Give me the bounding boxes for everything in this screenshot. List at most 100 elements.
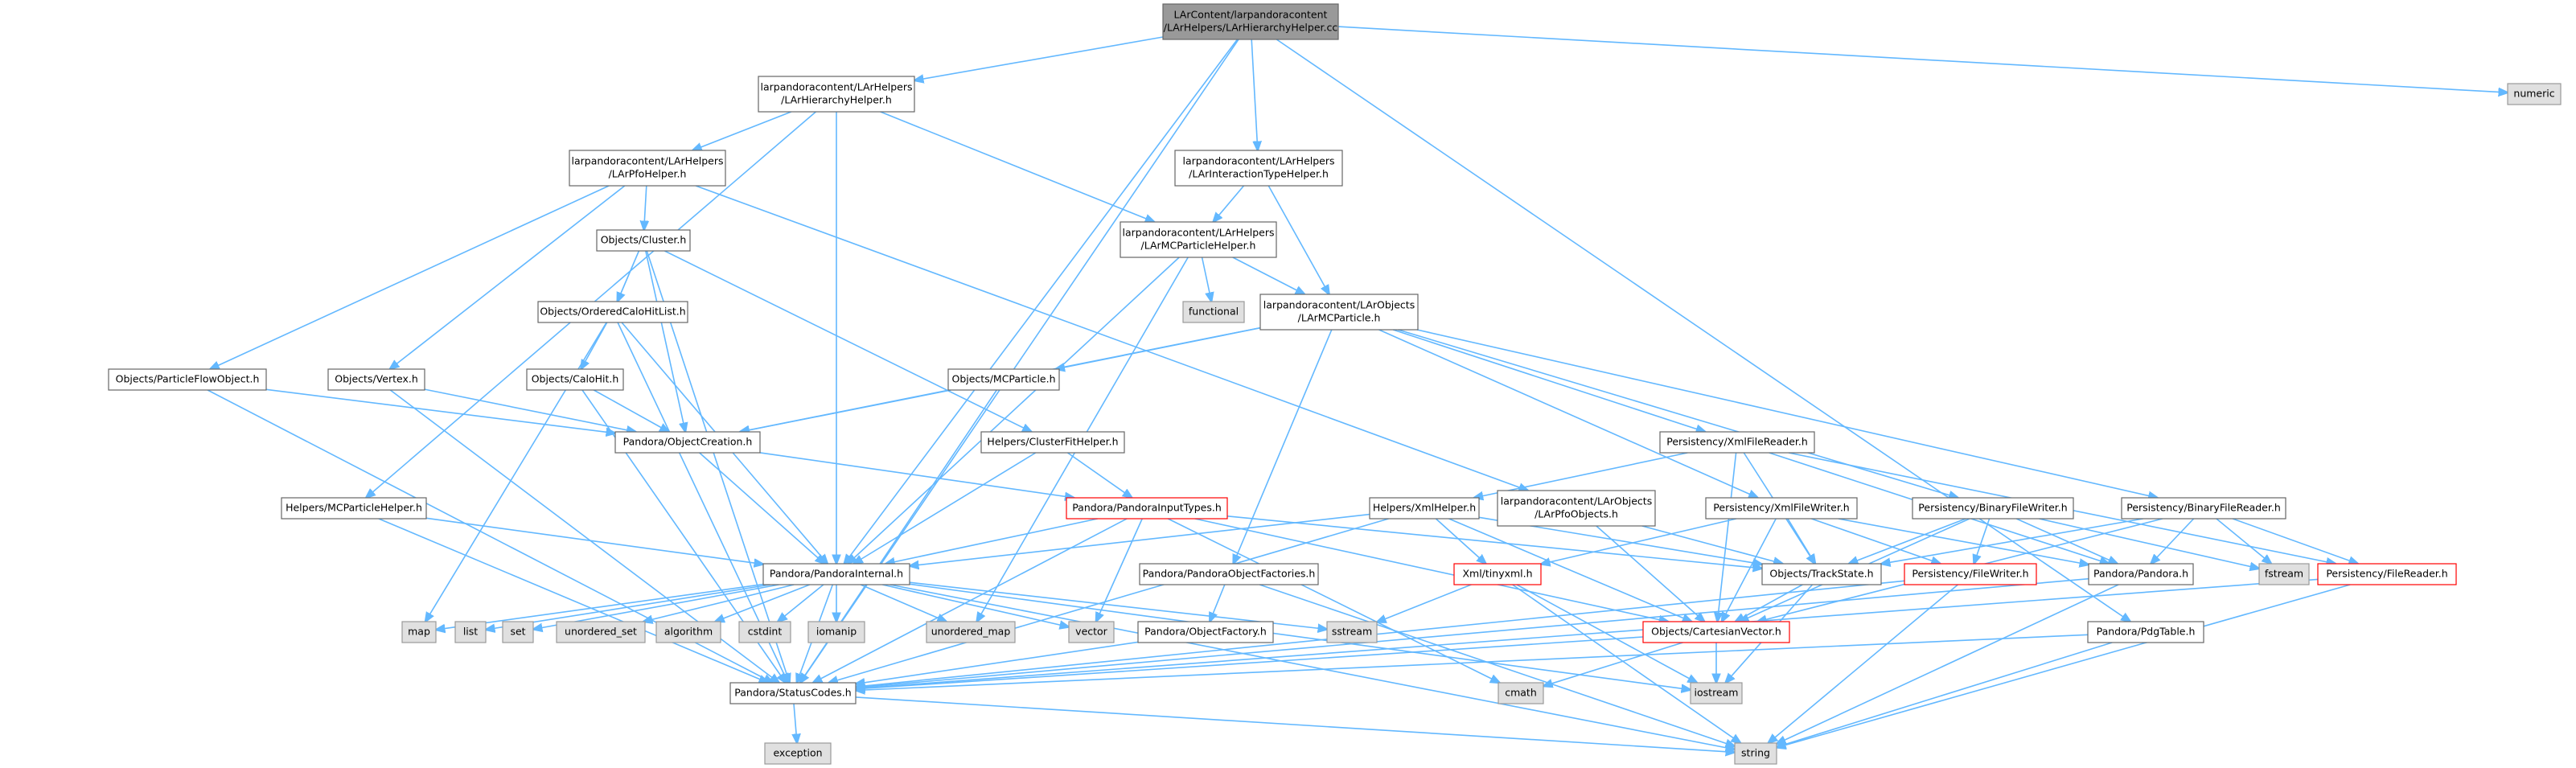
node-cfh[interactable]: Helpers/ClusterFitHelper.h — [980, 431, 1125, 454]
node-box[interactable] — [1326, 621, 1378, 643]
node-box[interactable] — [108, 368, 267, 391]
node-box[interactable] — [1174, 150, 1343, 187]
node-vertex[interactable]: Objects/Vertex.h — [327, 368, 425, 391]
node-vector[interactable]: vector — [1068, 621, 1115, 643]
node-binreader[interactable]: Persistency/BinaryFileReader.h — [2121, 497, 2286, 520]
node-string[interactable]: string — [1734, 742, 1777, 765]
node-xmlreader[interactable]: Persistency/XmlFileReader.h — [1659, 431, 1815, 454]
node-xmlhelper[interactable]: Helpers/XmlHelper.h — [1369, 497, 1480, 520]
node-box[interactable] — [1642, 621, 1790, 643]
node-box[interactable] — [764, 742, 832, 765]
node-box[interactable] — [454, 621, 487, 643]
node-mcph[interactable]: larpandoracontent/LArHelpers/LArMCPartic… — [1120, 221, 1277, 258]
node-box[interactable] — [655, 621, 721, 643]
node-box[interactable] — [2317, 563, 2457, 585]
node-binwriter[interactable]: Persistency/BinaryFileWriter.h — [1912, 497, 2074, 520]
node-box[interactable] — [1137, 621, 1274, 643]
node-box[interactable] — [537, 301, 688, 323]
node-box[interactable] — [2121, 497, 2286, 520]
node-box[interactable] — [1734, 742, 1777, 765]
node-pi[interactable]: Pandora/PandoraInternal.h — [762, 563, 910, 585]
node-statuscodes[interactable]: Pandora/StatusCodes.h — [729, 682, 857, 704]
node-box[interactable] — [1690, 682, 1743, 704]
node-ochl[interactable]: Objects/OrderedCaloHitList.h — [537, 301, 688, 323]
node-algorithm[interactable]: algorithm — [655, 621, 721, 643]
node-box[interactable] — [1066, 497, 1228, 520]
node-cstdint[interactable]: cstdint — [738, 621, 791, 643]
node-cartvec[interactable]: Objects/CartesianVector.h — [1642, 621, 1790, 643]
node-iomanip[interactable]: iomanip — [807, 621, 865, 643]
node-trackstate[interactable]: Objects/TrackState.h — [1761, 563, 1882, 585]
node-box[interactable] — [2088, 563, 2194, 585]
node-map[interactable]: map — [401, 621, 437, 643]
node-box[interactable] — [947, 368, 1060, 391]
node-box[interactable] — [762, 563, 910, 585]
node-pit[interactable]: Pandora/PandoraInputTypes.h — [1066, 497, 1228, 520]
node-box[interactable] — [2507, 83, 2562, 105]
node-box[interactable] — [807, 621, 865, 643]
node-xmlwriter[interactable]: Persistency/XmlFileWriter.h — [1705, 497, 1858, 520]
node-filewriter[interactable]: Persistency/FileWriter.h — [1904, 563, 2037, 585]
node-fstream[interactable]: fstream — [2258, 563, 2310, 585]
node-objcreate[interactable]: Pandora/ObjectCreation.h — [614, 431, 761, 454]
node-pdgtable[interactable]: Pandora/PdgTable.h — [2087, 621, 2204, 643]
node-mcphelper[interactable]: Helpers/MCParticleHelper.h — [281, 497, 427, 520]
node-pfobj[interactable]: Objects/ParticleFlowObject.h — [108, 368, 267, 391]
node-box[interactable] — [1912, 497, 2074, 520]
node-larmcp[interactable]: larpandoracontent/LArObjects/LArMCPartic… — [1259, 294, 1419, 331]
node-list[interactable]: list — [454, 621, 487, 643]
node-box[interactable] — [1498, 682, 1544, 704]
node-box[interactable] — [1259, 294, 1419, 331]
node-pfo[interactable]: larpandoracontent/LArHelpers/LArPfoHelpe… — [569, 150, 726, 187]
node-box[interactable] — [1659, 431, 1815, 454]
node-box[interactable] — [556, 621, 646, 643]
node-sstream[interactable]: sstream — [1326, 621, 1378, 643]
node-box[interactable] — [1162, 3, 1339, 40]
node-cmath[interactable]: cmath — [1498, 682, 1544, 704]
node-box[interactable] — [1453, 563, 1542, 585]
node-tinyxml[interactable]: Xml/tinyxml.h — [1453, 563, 1542, 585]
node-root[interactable]: LArContent/larpandoracontent/LArHelpers/… — [1162, 3, 1339, 40]
node-exception[interactable]: exception — [764, 742, 832, 765]
node-box[interactable] — [1182, 301, 1245, 323]
node-box[interactable] — [1068, 621, 1115, 643]
node-box[interactable] — [738, 621, 791, 643]
node-objfactory[interactable]: Pandora/ObjectFactory.h — [1137, 621, 1274, 643]
node-functional[interactable]: functional — [1182, 301, 1245, 323]
node-filereader[interactable]: Persistency/FileReader.h — [2317, 563, 2457, 585]
node-box[interactable] — [1497, 490, 1656, 527]
node-box[interactable] — [502, 621, 534, 643]
node-box[interactable] — [926, 621, 1016, 643]
node-pof[interactable]: Pandora/PandoraObjectFactories.h — [1139, 563, 1319, 585]
node-box[interactable] — [1139, 563, 1319, 585]
node-larpfo[interactable]: larpandoracontent/LArObjects/LArPfoObjec… — [1497, 490, 1656, 527]
node-box[interactable] — [614, 431, 761, 454]
node-box[interactable] — [327, 368, 425, 391]
node-box[interactable] — [596, 229, 691, 252]
node-mcp[interactable]: Objects/MCParticle.h — [947, 368, 1060, 391]
node-cluster[interactable]: Objects/Cluster.h — [596, 229, 691, 252]
node-box[interactable] — [980, 431, 1125, 454]
node-box[interactable] — [401, 621, 437, 643]
node-uset[interactable]: unordered_set — [556, 621, 646, 643]
node-box[interactable] — [1761, 563, 1882, 585]
node-box[interactable] — [2087, 621, 2204, 643]
node-numeric[interactable]: numeric — [2507, 83, 2562, 105]
node-box[interactable] — [526, 368, 624, 391]
node-box[interactable] — [1369, 497, 1480, 520]
node-calohit[interactable]: Objects/CaloHit.h — [526, 368, 624, 391]
node-box[interactable] — [1705, 497, 1858, 520]
node-iostream[interactable]: iostream — [1690, 682, 1743, 704]
node-set[interactable]: set — [502, 621, 534, 643]
node-hh[interactable]: larpandoracontent/LArHelpers/LArHierarch… — [758, 76, 915, 113]
node-pandora[interactable]: Pandora/Pandora.h — [2088, 563, 2194, 585]
node-box[interactable] — [729, 682, 857, 704]
node-box[interactable] — [1904, 563, 2037, 585]
node-box[interactable] — [2258, 563, 2310, 585]
node-umap[interactable]: unordered_map — [926, 621, 1016, 643]
node-box[interactable] — [1120, 221, 1277, 258]
node-box[interactable] — [758, 76, 915, 113]
node-box[interactable] — [569, 150, 726, 187]
node-box[interactable] — [281, 497, 427, 520]
node-ith[interactable]: larpandoracontent/LArHelpers/LArInteract… — [1174, 150, 1343, 187]
